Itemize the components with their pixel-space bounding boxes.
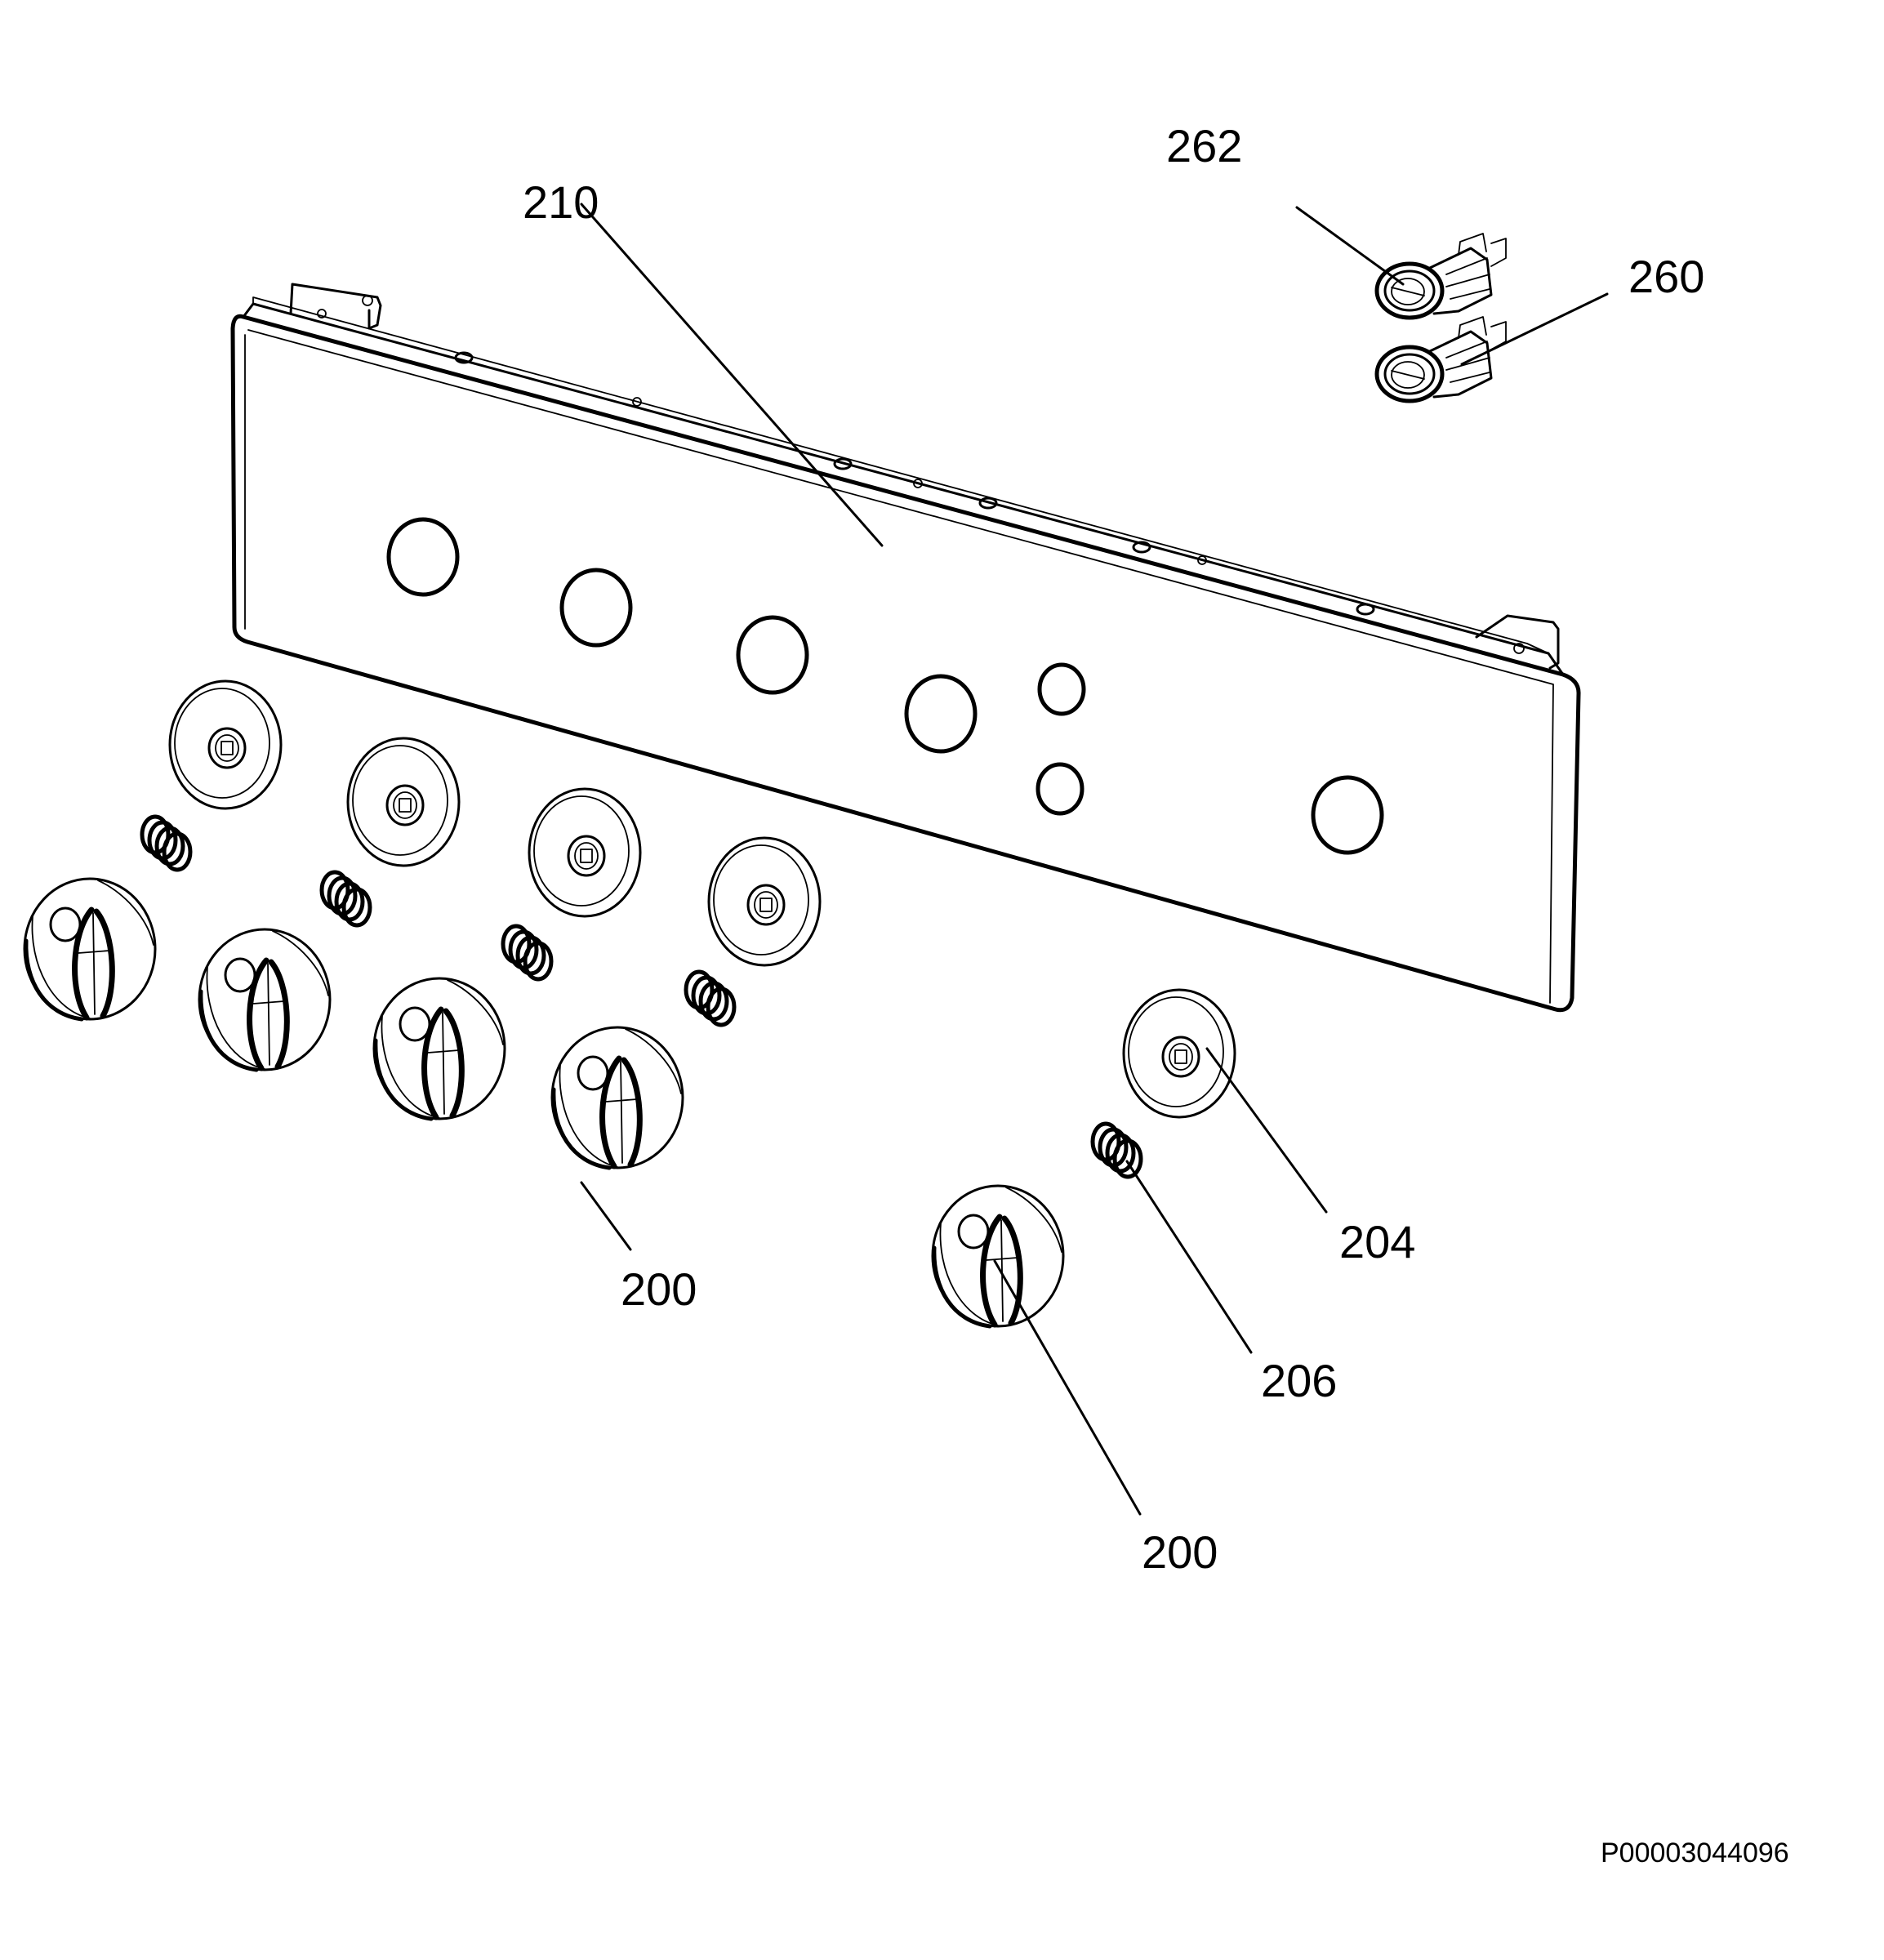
spring-206 <box>1093 1124 1141 1177</box>
leader-lines <box>580 203 1609 1516</box>
spring <box>686 972 734 1025</box>
knob-bezel <box>346 737 461 867</box>
leader-210 <box>580 203 884 547</box>
callout-204: 204 <box>1339 1216 1415 1267</box>
leader-260 <box>1460 292 1609 366</box>
leader-200-left <box>580 1181 632 1251</box>
knob-bezel <box>528 787 642 918</box>
control-knob <box>552 1027 683 1168</box>
indicator-lamp-260 <box>1377 317 1506 401</box>
leader-206 <box>1125 1160 1253 1354</box>
leader-200-right <box>993 1259 1142 1516</box>
spring <box>142 817 190 870</box>
document-id: P00003044096 <box>1601 1838 1789 1869</box>
control-knob <box>199 929 330 1070</box>
callout-262: 262 <box>1166 120 1242 172</box>
indicator-lamp-262 <box>1377 234 1506 318</box>
callout-200-right: 200 <box>1142 1526 1218 1578</box>
control-knob <box>374 978 505 1119</box>
knob-bezel <box>168 679 283 810</box>
callout-210: 210 <box>523 176 599 228</box>
knob-bezel <box>707 836 822 967</box>
callout-206: 206 <box>1261 1355 1337 1406</box>
control-knob <box>933 1186 1063 1326</box>
control-panel <box>230 283 1581 1013</box>
leader-262 <box>1295 206 1405 286</box>
knob-bezel-204 <box>1122 988 1236 1119</box>
control-knob <box>24 879 155 1019</box>
leader-204 <box>1205 1047 1328 1214</box>
spring <box>503 926 551 979</box>
callout-200-left: 200 <box>621 1263 697 1315</box>
spring <box>322 872 370 925</box>
callout-260: 260 <box>1628 251 1704 302</box>
